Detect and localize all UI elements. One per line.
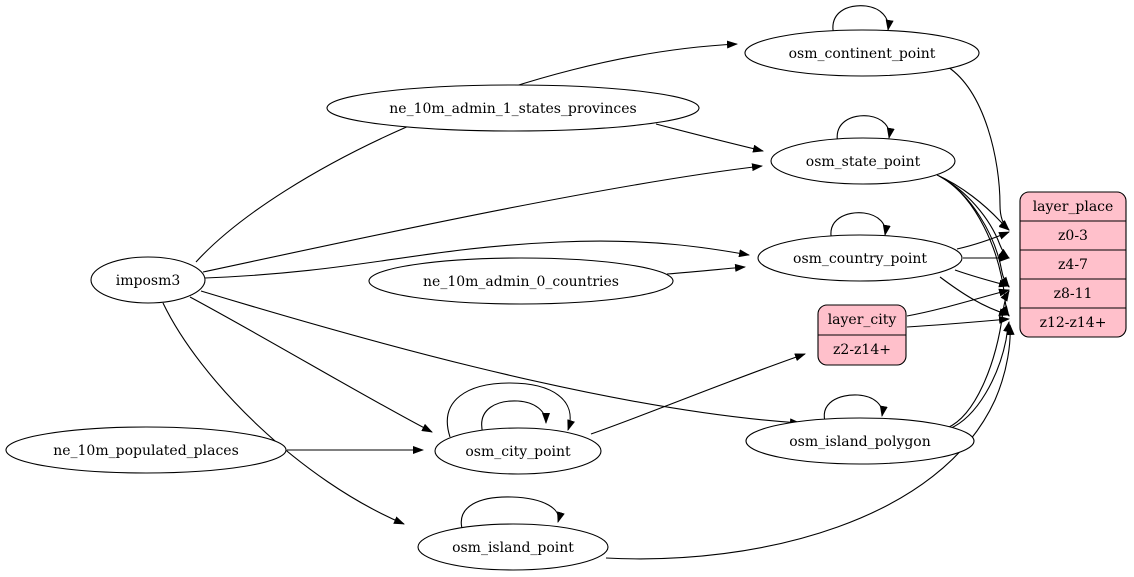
node-label: osm_country_point	[793, 251, 927, 267]
edge-imposm3-osm_city_point	[189, 296, 433, 433]
record-row-z8-11[interactable]: z8-11	[1054, 286, 1093, 302]
node-osm_island_polygon[interactable]: osm_island_polygon	[745, 417, 975, 465]
edge-ne_states-osm_state_point	[655, 123, 764, 153]
edge-osm_island_point-z12-z14+	[605, 324, 1015, 560]
edge-imposm3-osm_island_polygon	[200, 290, 801, 427]
node-layer_place[interactable]: layer_place z0-3 z4-7 z8-11 z12-z14+	[1019, 191, 1127, 338]
node-label: osm_island_polygon	[789, 434, 931, 450]
edge-imposm3-osm_continent_point	[195, 40, 738, 263]
record-row-title: layer_place	[1033, 199, 1114, 215]
edge-layer_city-z12-z14+	[906, 315, 1010, 328]
edge-osm_continent_point-z0-3	[947, 66, 1010, 231]
edge-osm_state_point-z0-3	[936, 174, 1010, 231]
edge-self-osm_island_point	[460, 496, 565, 533]
edge-osm_country_point-z0-3	[956, 231, 1010, 250]
node-label: osm_city_point	[465, 444, 571, 460]
edge-osm_country_point-z12-z14+	[939, 276, 1010, 316]
record-row-z12-z14[interactable]: z12-z14+	[1040, 315, 1107, 331]
edge-osm_island_polygon-z12-z14+	[948, 321, 1011, 430]
edge-self-osm_city_point-inner	[481, 400, 550, 435]
edge-osm_state_point-z8-11	[940, 176, 1010, 288]
node-imposm3[interactable]: imposm3	[90, 256, 206, 304]
node-label: ne_10m_admin_1_states_provinces	[389, 101, 636, 117]
record-row-z4-7[interactable]: z4-7	[1058, 257, 1088, 273]
node-label: ne_10m_admin_0_countries	[423, 274, 619, 290]
record-nodes-layer: layer_place z0-3 z4-7 z8-11 z12-z14+ lay…	[817, 191, 1127, 366]
edge-imposm3-osm_state_point	[202, 163, 763, 273]
node-ne_10m_populated_places[interactable]: ne_10m_populated_places	[5, 426, 287, 474]
node-osm_continent_point[interactable]: osm_continent_point	[744, 29, 980, 77]
node-osm_state_point[interactable]: osm_state_point	[770, 137, 956, 185]
edge-osm_city_point-layer_city	[590, 353, 806, 435]
edge-imposm3-osm_country_point	[204, 240, 750, 279]
node-ne_10m_admin_0_countries[interactable]: ne_10m_admin_0_countries	[368, 257, 674, 305]
node-label: imposm3	[116, 273, 181, 289]
node-osm_island_point[interactable]: osm_island_point	[417, 523, 609, 571]
edge-self-osm_state_point	[836, 115, 895, 145]
node-osm_city_point[interactable]: osm_city_point	[434, 427, 602, 475]
edge-layer_city-z8-11	[906, 288, 1010, 317]
node-osm_country_point[interactable]: osm_country_point	[757, 234, 963, 282]
node-ne_10m_admin_1_states_provinces[interactable]: ne_10m_admin_1_states_provinces	[326, 84, 700, 132]
edges-layer	[162, 5, 1015, 560]
edge-osm_state_point-z4-7	[938, 175, 1010, 259]
edge-self-osm_continent_point	[832, 5, 894, 37]
edge-self-osm_city_point-outer	[446, 382, 575, 438]
node-layer_city[interactable]: layer_city z2-z14+	[817, 304, 907, 366]
node-label: osm_island_point	[452, 540, 574, 556]
record-row-z2-z14[interactable]: z2-z14+	[833, 342, 891, 358]
edge-self-osm_island_polygon	[823, 394, 888, 426]
edge-ne_countries-osm_country_point	[666, 263, 746, 275]
record-row-title: layer_city	[828, 312, 897, 328]
record-row-z0-3[interactable]: z0-3	[1058, 228, 1088, 244]
edge-osm_country_point-z8-11	[954, 269, 1010, 288]
edge-imposm3-osm_island_point	[162, 302, 405, 525]
node-label: ne_10m_populated_places	[53, 443, 239, 459]
node-label: osm_continent_point	[789, 46, 936, 62]
ellipse-nodes-layer: imposm3 ne_10m_admin_1_states_provinces …	[5, 29, 980, 571]
node-label: osm_state_point	[806, 154, 921, 170]
edge-self-osm_country_point	[830, 212, 891, 242]
edge-osm_island_polygon-z8-11	[946, 290, 1010, 429]
